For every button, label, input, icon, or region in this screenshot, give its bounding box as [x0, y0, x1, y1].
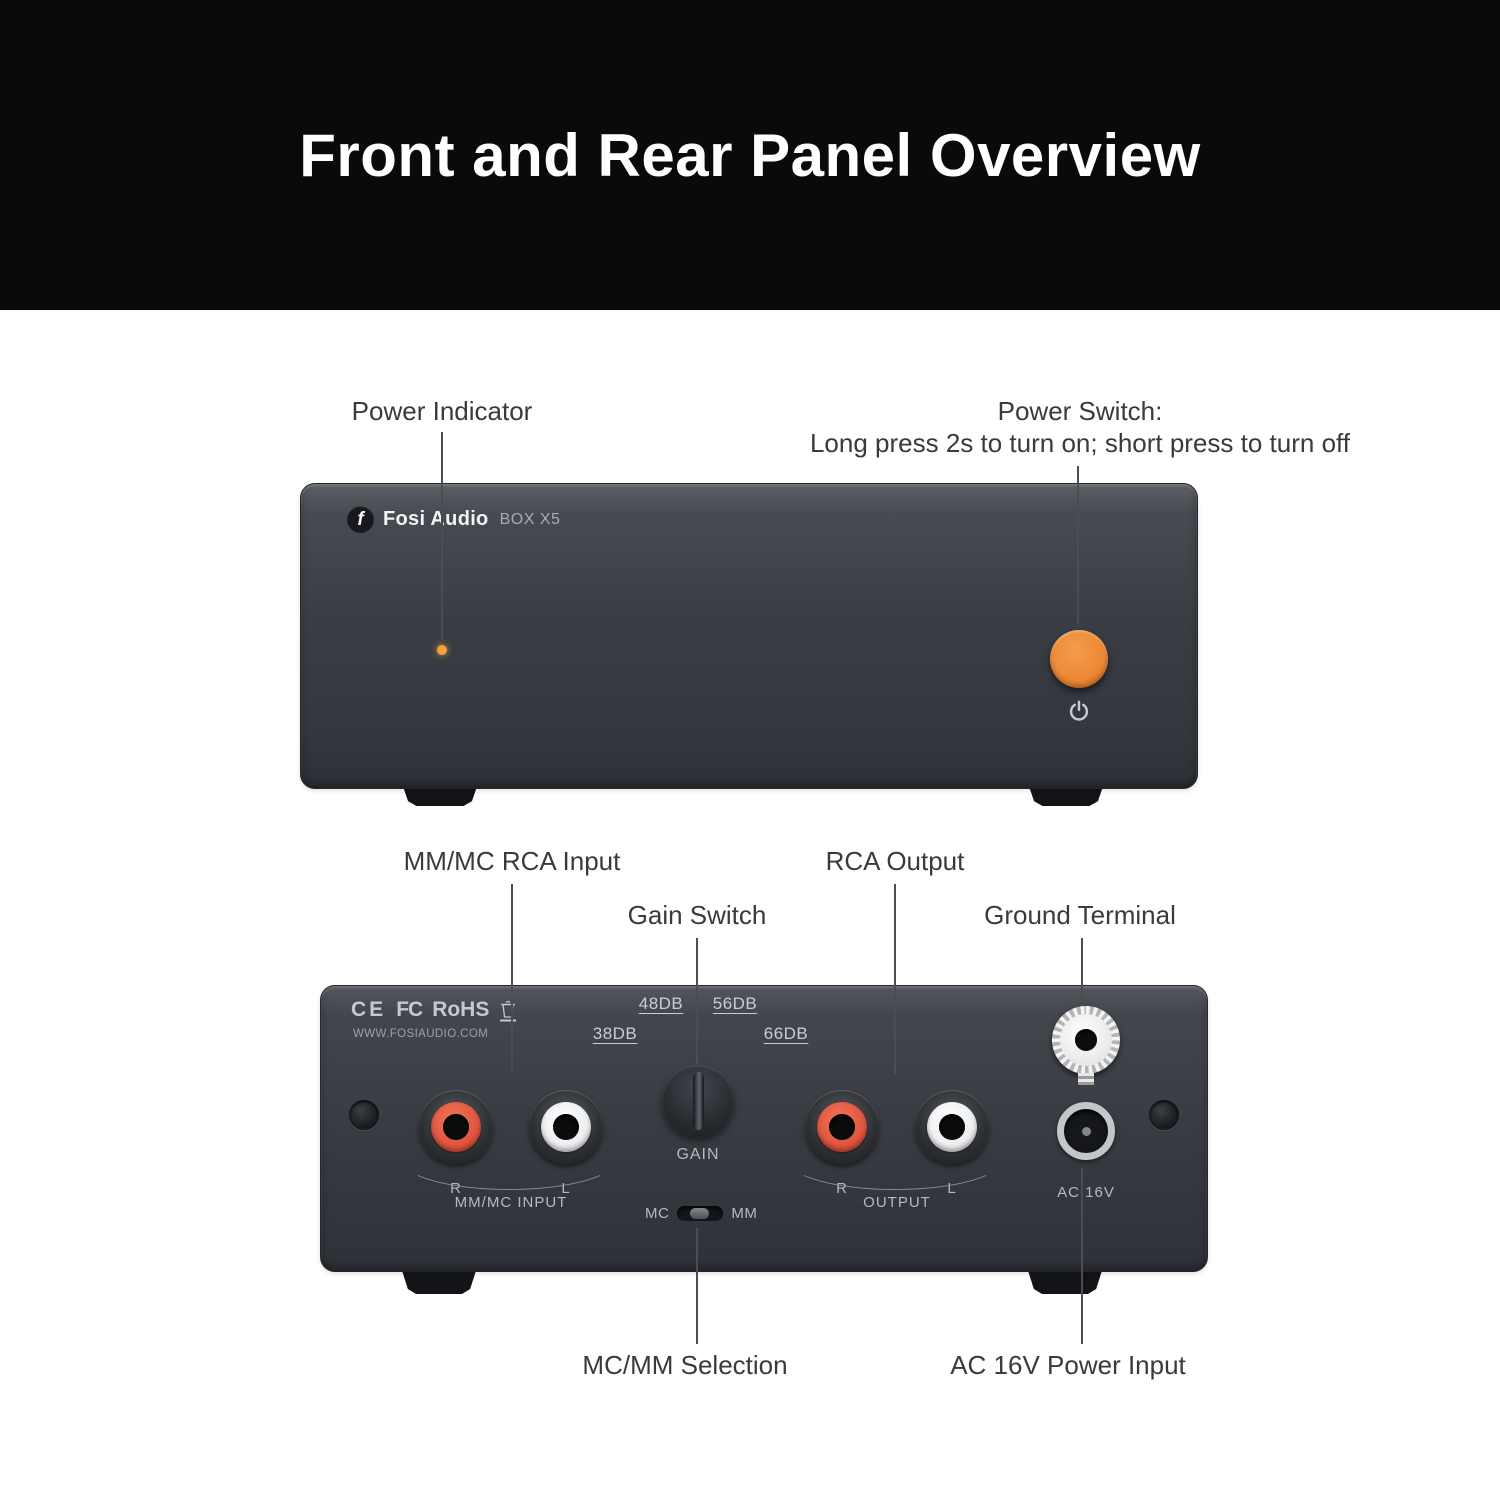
input-group-arc: [403, 1132, 615, 1190]
front-panel-device: f Fosi Audio BOX X5: [300, 483, 1198, 789]
output-l-label: L: [947, 1180, 957, 1197]
callout-power-switch-desc: Long press 2s to turn on; short press to…: [809, 428, 1351, 458]
mc-mm-switch-group: MC MM: [645, 1205, 757, 1222]
output-group-label: OUTPUT: [863, 1194, 931, 1211]
gain-label-38db: 38DB: [592, 1024, 638, 1043]
callout-power-switch-title: Power Switch:: [997, 396, 1163, 426]
website-url: WWW.FOSIAUDIO.COM: [353, 1028, 489, 1040]
weee-bin-icon: [500, 1000, 517, 1021]
ac-label: AC 16V: [1057, 1184, 1115, 1201]
page-title: Front and Rear Panel Overview: [299, 121, 1201, 189]
mc-mm-switch: [677, 1206, 724, 1221]
callout-line-input: [511, 884, 513, 1074]
fcc-mark: FC: [396, 998, 423, 1021]
callout-line-gain: [696, 938, 698, 1064]
callout-line-ground: [1081, 938, 1083, 1006]
logo-glyph: f: [357, 508, 364, 530]
output-group-arc: [789, 1132, 1001, 1190]
ground-terminal-face: [1060, 1014, 1112, 1066]
callout-input: MM/MC RCA Input: [403, 846, 621, 876]
screw-hole-left: [349, 1100, 379, 1130]
brand-logo: f Fosi Audio BOX X5: [347, 506, 560, 533]
ground-terminal: [1052, 1006, 1120, 1074]
rohs-mark: RoHS: [432, 998, 490, 1021]
callout-line-mcmm: [696, 1228, 698, 1344]
callout-line-power-indicator: [441, 432, 443, 640]
power-indicator-led: [437, 645, 447, 655]
input-group-label: MM/MC INPUT: [454, 1194, 568, 1211]
fosi-logo-icon: f: [347, 506, 374, 533]
callout-mcmm: MC/MM Selection: [582, 1350, 788, 1380]
mc-label: MC: [645, 1205, 670, 1222]
screw-hole-right: [1149, 1100, 1179, 1130]
power-icon: [1069, 700, 1089, 721]
gain-label-48db: 48DB: [638, 994, 684, 1013]
callout-line-ac: [1081, 1168, 1083, 1344]
callout-gain: Gain Switch: [627, 900, 767, 930]
gain-label-66db: 66DB: [763, 1024, 809, 1043]
callout-ac: AC 16V Power Input: [950, 1350, 1186, 1380]
gain-knob: [662, 1065, 734, 1137]
header-banner: Front and Rear Panel Overview: [0, 0, 1500, 310]
callout-ground: Ground Terminal: [984, 900, 1176, 930]
ac-power-pin: [1081, 1126, 1091, 1136]
power-button: [1050, 630, 1108, 688]
mm-label: MM: [731, 1205, 758, 1222]
model-name: BOX X5: [499, 510, 561, 528]
input-r-label: R: [450, 1180, 462, 1197]
callout-line-output: [894, 884, 896, 1074]
rear-panel-device: CE FC RoHS WWW.FOSIAUDIO.COM 38DB 48DB 5…: [320, 985, 1208, 1272]
ground-terminal-stem: [1078, 1073, 1094, 1085]
certification-marks: CE FC RoHS: [351, 998, 517, 1022]
ce-mark: CE: [351, 998, 387, 1021]
ac-power-jack: [1057, 1102, 1115, 1160]
output-r-label: R: [836, 1180, 848, 1197]
callout-line-power-switch: [1077, 466, 1079, 624]
callout-output: RCA Output: [825, 846, 965, 876]
mc-mm-switch-knob: [690, 1208, 710, 1219]
brand-name: Fosi Audio: [383, 508, 489, 530]
ground-terminal-hole: [1075, 1029, 1097, 1051]
gain-label-56db: 56DB: [712, 994, 758, 1013]
callout-power-indicator: Power Indicator: [351, 396, 533, 426]
gain-knob-label: GAIN: [676, 1146, 720, 1163]
gain-knob-ridge: [692, 1072, 704, 1130]
input-l-label: L: [561, 1180, 571, 1197]
